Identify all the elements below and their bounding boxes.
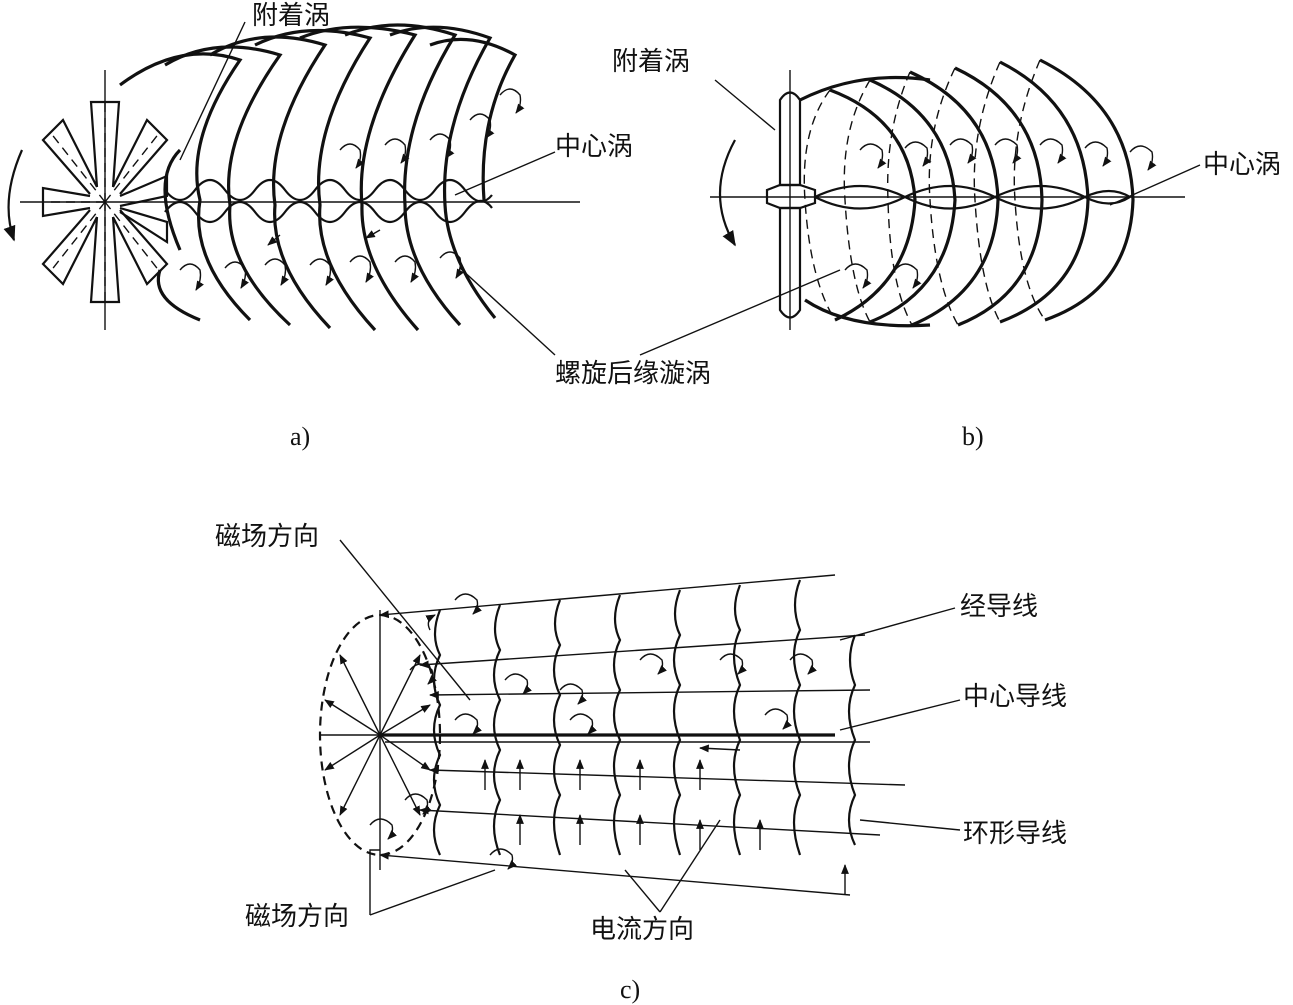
diagram-c: 磁场方向 经导线 中心导线 环形导线 磁场方向 电流方向 c) xyxy=(215,522,1067,1004)
leader-attached-vortex-b xyxy=(714,79,776,131)
label-attached-vortex-b: 附着涡 xyxy=(612,47,690,77)
leader-current-direction-2 xyxy=(659,819,721,913)
leader-ring-wire xyxy=(859,819,961,831)
label-center-vortex-b: 中心涡 xyxy=(1203,150,1281,180)
diagram-a: 附着涡 中心涡 螺旋后缘漩涡 a) xyxy=(3,1,841,451)
leader-current-direction-1 xyxy=(624,869,661,913)
leader-field-direction-bottom-2 xyxy=(369,869,496,916)
rotor-blades-a xyxy=(41,100,169,304)
leader-helical-vortex-b xyxy=(639,269,841,356)
rotation-arrow-b xyxy=(719,139,736,247)
helical-vortex-a xyxy=(119,23,518,332)
leader-field-direction-top xyxy=(339,539,471,701)
leader-helical-vortex-a xyxy=(459,267,556,356)
caption-a: a) xyxy=(290,422,310,451)
label-attached-vortex-a: 附着涡 xyxy=(252,1,330,31)
label-radial-wire: 经导线 xyxy=(960,592,1038,622)
ring-wires-c xyxy=(432,579,857,856)
center-vortex-b-lower xyxy=(814,184,1131,210)
label-center-wire: 中心导线 xyxy=(963,682,1067,712)
label-helical-trailing-vortex: 螺旋后缘漩涡 xyxy=(555,359,711,389)
label-field-direction-top: 磁场方向 xyxy=(215,522,319,552)
current-arrows-c xyxy=(481,744,849,895)
leader-center-vortex-a xyxy=(454,151,556,196)
caption-b: b) xyxy=(962,422,984,451)
vortex-curls-b xyxy=(844,138,1157,289)
label-field-direction-bottom: 磁场方向 xyxy=(245,902,349,932)
diagram-b: 附着涡 中心涡 b) xyxy=(612,47,1281,451)
leader-field-direction-bottom-1 xyxy=(369,849,380,915)
leader-attached-vortex-a xyxy=(179,21,246,161)
label-current-direction: 电流方向 xyxy=(590,915,694,945)
radial-spokes-c xyxy=(324,654,431,816)
center-vortex-a xyxy=(164,178,493,224)
vortex-curls-a xyxy=(179,88,525,291)
longitudinal-wires-c xyxy=(379,574,906,896)
label-center-vortex-a: 中心涡 xyxy=(555,132,633,162)
leader-center-vortex-b xyxy=(1109,164,1201,206)
field-loops-c xyxy=(369,593,818,870)
rotor-blades-b xyxy=(765,91,817,319)
ring-vortices-b xyxy=(799,58,1135,328)
leader-radial-wire xyxy=(839,607,956,641)
label-ring-wire: 环形导线 xyxy=(963,819,1067,849)
rotation-arrow-a xyxy=(3,149,24,242)
leader-center-wire xyxy=(839,699,961,731)
caption-c: c) xyxy=(620,975,640,1004)
